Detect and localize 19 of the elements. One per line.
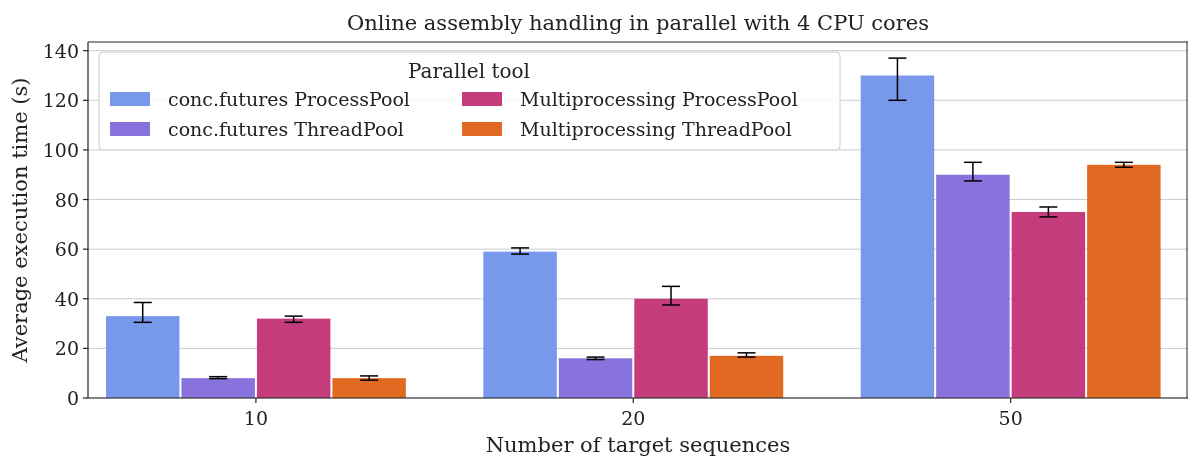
chart-title: Online assembly handling in parallel with 4 CPU cores — [347, 11, 929, 35]
legend-label: conc.futures ThreadPool — [168, 118, 404, 140]
tick-label: 120 — [42, 89, 79, 112]
legend-label: conc.futures ProcessPool — [168, 88, 410, 110]
axis-title: Number of target sequences — [485, 433, 791, 456]
axis-title: Average execution time (s) — [8, 77, 32, 363]
tick-label: 140 — [42, 39, 79, 62]
tick-label: 20 — [621, 407, 646, 429]
tick-label: 50 — [998, 407, 1023, 429]
legend-label: Multiprocessing ProcessPool — [520, 88, 798, 110]
tick-label: 0 — [66, 387, 79, 409]
legend-title: Parallel tool — [408, 59, 530, 83]
tick-label: 20 — [54, 337, 79, 360]
tick-label: 80 — [54, 188, 79, 211]
legend-label: Multiprocessing ThreadPool — [520, 118, 792, 140]
tick-label: 10 — [243, 407, 268, 429]
tick-label: 60 — [54, 238, 79, 261]
tick-label: 100 — [42, 138, 79, 161]
tick-label: 40 — [54, 287, 79, 310]
